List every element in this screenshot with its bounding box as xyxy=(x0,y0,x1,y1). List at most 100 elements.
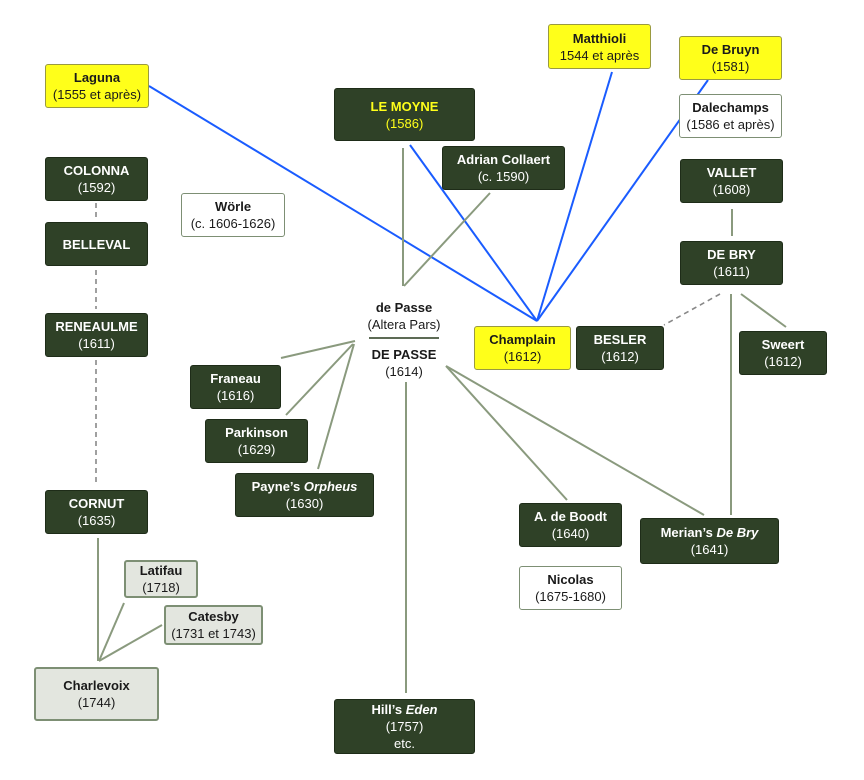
node-laguna-name: Laguna xyxy=(73,70,121,85)
node-latifau: Latifau (1718) xyxy=(124,560,198,598)
de-passe-main-name: DE PASSE xyxy=(371,347,437,362)
node-worle-name: Wörle xyxy=(214,199,252,214)
payne-name-text: Payne’s xyxy=(251,479,304,494)
node-adrian-collaert-date: (c. 1590) xyxy=(477,169,530,184)
node-matthioli: Matthioli 1544 et après xyxy=(548,24,651,69)
node-champlain-name: Champlain xyxy=(489,332,556,347)
node-latifau-name: Latifau xyxy=(139,563,183,578)
node-a-de-boodt-name: A. de Boodt xyxy=(534,509,607,524)
edge-collaert-depasse xyxy=(403,192,491,287)
node-reneaulme-name: RENEAULME xyxy=(55,319,138,334)
node-franeau-date: (1616) xyxy=(216,388,255,403)
node-reneaulme-date: (1611) xyxy=(78,336,115,351)
node-latifau-date: (1718) xyxy=(142,580,180,595)
de-passe-main-date: (1614) xyxy=(385,364,423,379)
edge-depasse-franeau xyxy=(280,340,356,359)
node-catesby-date: (1731 et 1743) xyxy=(171,626,256,641)
node-vallet-name: VALLET xyxy=(706,165,757,180)
node-colonna: COLONNA (1592) xyxy=(45,157,148,201)
node-vallet-date: (1608) xyxy=(712,182,751,197)
node-adrian-collaert: Adrian Collaert (c. 1590) xyxy=(442,146,565,190)
node-catesby: Catesby (1731 et 1743) xyxy=(164,605,263,645)
node-charlevoix: Charlevoix (1744) xyxy=(34,667,159,721)
de-passe-top-name: de Passe xyxy=(375,300,433,315)
hill-name-italic: Eden xyxy=(405,702,438,717)
node-paynes-orpheus-name: Payne’s Orpheus xyxy=(252,478,358,495)
node-colonna-date: (1592) xyxy=(77,180,116,195)
node-dalechamps-date: (1586 et après) xyxy=(686,117,775,132)
edge-latifau-charlevoix xyxy=(98,602,125,662)
node-sweert-name: Sweert xyxy=(761,337,805,352)
node-sweert-date: (1612) xyxy=(764,354,802,369)
edge-catesby-charlevoix xyxy=(98,624,163,662)
node-le-moyne-date: (1586) xyxy=(385,115,424,131)
node-merians-de-bry-name: Merian’s De Bry xyxy=(661,524,759,541)
node-paynes-orpheus: Payne’s Orpheus (1630) xyxy=(235,473,374,517)
node-matthioli-date: 1544 et après xyxy=(559,47,640,63)
node-worle-date: (c. 1606-1626) xyxy=(190,216,276,231)
node-charlevoix-date: (1744) xyxy=(77,695,116,710)
node-nicolas-name: Nicolas xyxy=(547,572,594,587)
node-de-bry: DE BRY (1611) xyxy=(680,241,783,285)
node-parkinson-date: (1629) xyxy=(237,442,276,457)
payne-name-italic: Orpheus xyxy=(303,479,358,494)
node-champlain-date: (1612) xyxy=(503,349,542,364)
node-nicolas: Nicolas (1675-1680) xyxy=(519,566,622,610)
node-nicolas-date: (1675-1680) xyxy=(535,589,606,604)
node-champlain: Champlain (1612) xyxy=(474,326,571,370)
node-matthioli-name: Matthioli xyxy=(572,30,627,46)
edge-matthioli-champlain xyxy=(536,71,613,322)
node-belleval-name: BELLEVAL xyxy=(62,236,131,252)
edge-depasse-payne xyxy=(317,343,355,470)
node-de-bruyn-date: (1581) xyxy=(711,59,750,74)
de-passe-divider xyxy=(369,337,439,339)
node-colonna-name: COLONNA xyxy=(63,163,130,178)
node-besler: BESLER (1612) xyxy=(576,326,664,370)
edge-debry-sweert xyxy=(740,293,787,328)
node-besler-name: BESLER xyxy=(593,332,647,347)
node-vallet: VALLET (1608) xyxy=(680,159,783,203)
edge-laguna-champlain xyxy=(148,85,538,322)
node-de-bruyn: De Bruyn (1581) xyxy=(679,36,782,80)
node-laguna: Laguna (1555 et après) xyxy=(45,64,149,108)
node-worle: Wörle (c. 1606-1626) xyxy=(181,193,285,237)
edge-depasse-deboodt xyxy=(445,365,568,501)
node-paynes-orpheus-date: (1630) xyxy=(285,496,324,511)
node-adrian-collaert-name: Adrian Collaert xyxy=(456,152,551,167)
node-a-de-boodt-date: (1640) xyxy=(551,526,590,541)
edge-depasse-merian xyxy=(445,365,705,516)
node-de-passe-main: DE PASSE (1614) xyxy=(354,346,454,380)
hill-name-text: Hill’s xyxy=(371,702,406,717)
node-parkinson: Parkinson (1629) xyxy=(205,419,308,463)
node-le-moyne: LE MOYNE (1586) xyxy=(334,88,475,141)
node-besler-date: (1612) xyxy=(601,349,639,364)
node-franeau: Franeau (1616) xyxy=(190,365,281,409)
node-laguna-date: (1555 et après) xyxy=(52,87,142,102)
node-a-de-boodt: A. de Boodt (1640) xyxy=(519,503,622,547)
node-le-moyne-name: LE MOYNE xyxy=(370,98,439,114)
de-passe-top-sub: (Altera Pars) xyxy=(367,317,441,332)
merian-name-text: Merian’s xyxy=(660,525,717,540)
node-hills-eden-date: (1757) xyxy=(385,719,424,734)
node-reneaulme: RENEAULME (1611) xyxy=(45,313,148,357)
node-catesby-name: Catesby xyxy=(188,609,239,624)
node-sweert: Sweert (1612) xyxy=(739,331,827,375)
edge-depasse-parkinson xyxy=(285,343,354,416)
node-dalechamps: Dalechamps (1586 et après) xyxy=(679,94,782,138)
node-de-bruyn-name: De Bruyn xyxy=(701,42,760,57)
node-cornut: CORNUT (1635) xyxy=(45,490,148,534)
node-de-passe: de Passe (Altera Pars) xyxy=(354,299,454,333)
node-charlevoix-name: Charlevoix xyxy=(63,678,130,693)
node-parkinson-name: Parkinson xyxy=(225,425,288,440)
node-dalechamps-name: Dalechamps xyxy=(692,100,769,115)
node-hills-eden-name: Hill’s Eden xyxy=(372,701,438,718)
node-merians-de-bry-date: (1641) xyxy=(690,542,729,557)
merian-name-italic: De Bry xyxy=(716,525,759,540)
node-hills-eden-extra: etc. xyxy=(394,736,415,751)
node-de-bry-name: DE BRY xyxy=(707,247,756,262)
edge-debry-besler xyxy=(663,293,721,326)
node-de-bry-date: (1611) xyxy=(713,264,750,279)
node-cornut-date: (1635) xyxy=(77,513,116,528)
node-hills-eden: Hill’s Eden (1757) etc. xyxy=(334,699,475,754)
